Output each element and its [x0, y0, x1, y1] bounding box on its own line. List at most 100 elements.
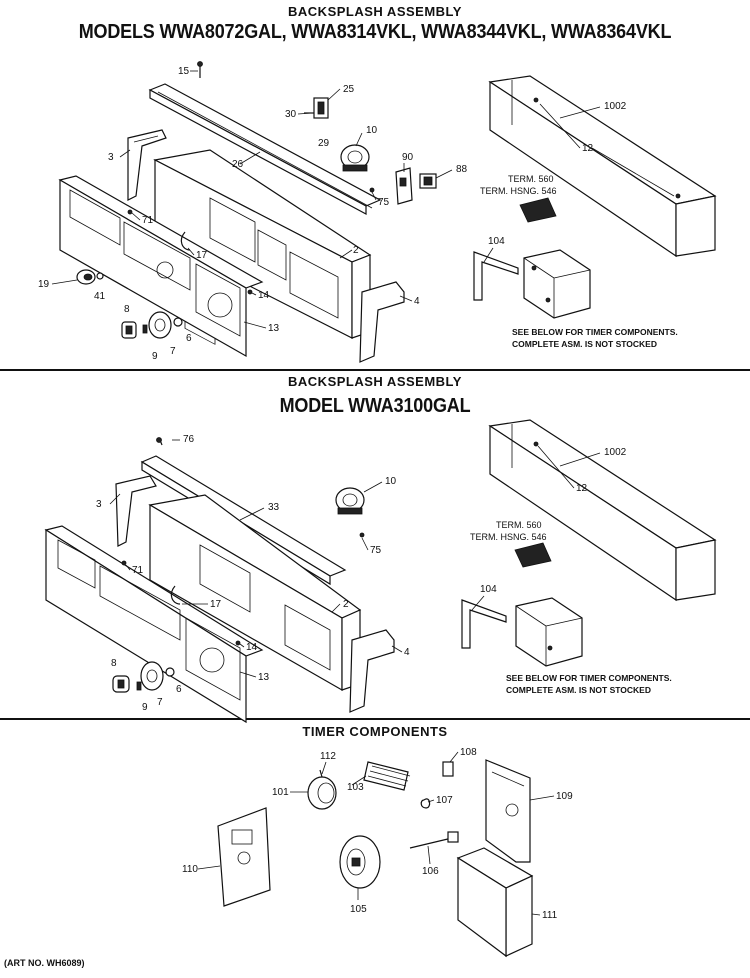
callout-label: 41 [94, 291, 106, 302]
callout-label: 26 [232, 159, 244, 170]
clip-part-41 [96, 272, 104, 280]
clip-part-108 [442, 761, 454, 777]
note-line-2: COMPLETE ASM. IS NOT STOCKED [512, 339, 657, 349]
callout-label: 19 [38, 279, 50, 290]
screw-part-14b [235, 640, 241, 646]
spring-part-107 [420, 798, 431, 809]
callout-label: 104 [480, 584, 497, 595]
cam-drum-part-105 [339, 835, 381, 889]
callout-label: 6 [176, 684, 182, 695]
callout-label: 29 [318, 138, 330, 149]
callout-label: 12 [582, 143, 594, 154]
callout-label: 13 [268, 323, 280, 334]
term-housing-label: TERM. HSNG. 546 [470, 532, 547, 542]
callout-label: 10 [385, 476, 397, 487]
knob-part-8b [112, 675, 130, 693]
wire-part-17 [180, 231, 191, 251]
frame-part-109 [485, 759, 531, 863]
bracket-part-104 [473, 251, 519, 301]
motor-part-101 [307, 769, 337, 810]
section1-models-title: MODELS WWA8072GAL, WWA8314VKL, WWA8344VK… [78, 21, 672, 43]
screw-head-76 [156, 437, 162, 443]
end-cap-part-4b [349, 629, 395, 713]
callout-label: 1002 [604, 447, 627, 458]
screw-part-75b [359, 532, 365, 538]
section3-drawing [217, 759, 534, 958]
term-label: TERM. 560 [508, 174, 554, 184]
knob-part-19 [76, 269, 96, 285]
callout-label: 109 [556, 791, 573, 802]
screw-part-14 [247, 289, 253, 295]
cover-part-111 [456, 847, 534, 958]
section2-heading: BACKSPLASH ASSEMBLY [288, 374, 462, 389]
leader-lines [51, 70, 675, 916]
section2-model-title: MODEL WWA3100GAL [279, 395, 471, 417]
note-line-2: COMPLETE ASM. IS NOT STOCKED [506, 685, 651, 695]
front-panel-part-13b [44, 525, 264, 724]
callout-label: 12 [576, 483, 588, 494]
callout-label: 104 [488, 236, 505, 247]
callout-label: 71 [142, 215, 154, 226]
callout-label: 112 [320, 751, 336, 762]
contact-block-part-103 [363, 761, 411, 791]
callout-label: 3 [108, 152, 114, 163]
callout-label: 3 [96, 499, 102, 510]
art-number: (ART NO. WH6089) [4, 958, 85, 968]
callout-label: 25 [343, 84, 355, 95]
rotary-switch-part-10b [335, 487, 365, 515]
callout-label: 108 [460, 747, 477, 758]
end-cap-part-3 [127, 129, 167, 201]
callout-label: 2 [343, 599, 349, 610]
screw-part-71b [121, 560, 127, 566]
spring-part-9 [142, 324, 148, 334]
callout-label: 8 [124, 304, 130, 315]
callout-label: 17 [210, 599, 222, 610]
switch-part-88 [419, 173, 437, 189]
callout-label: 90 [402, 152, 414, 163]
trim-strip-part-26 [148, 83, 382, 216]
term-housing-label: TERM. HSNG. 546 [480, 186, 557, 196]
console-frame [153, 149, 372, 345]
dial-part-7 [148, 311, 172, 339]
callout-label: 13 [258, 672, 270, 683]
screw-part-15 [197, 61, 203, 78]
dial-part-7b [140, 661, 164, 691]
section-divider-1 [0, 369, 750, 371]
timer-assembly [523, 249, 591, 319]
washer-part-6 [173, 317, 183, 327]
rotary-switch-part-10 [340, 144, 370, 172]
switch-bracket-part-25 [304, 97, 329, 119]
callout-label: 15 [178, 66, 190, 77]
callout-label: 111 [542, 910, 558, 921]
callout-label: 33 [268, 502, 280, 513]
callout-label: 17 [196, 250, 208, 261]
callout-label: 101 [272, 787, 289, 798]
callout-label: 14 [258, 290, 270, 301]
backsplash-housing-part-1002 [488, 75, 717, 258]
spring-part-9b [136, 681, 142, 691]
callout-label: 110 [182, 864, 198, 875]
term-label: TERM. 560 [496, 520, 542, 530]
backsplash-housing-part-1002b [488, 419, 717, 602]
callout-label: 9 [152, 351, 158, 362]
callout-label: 30 [285, 109, 297, 120]
bracket-part-104b [461, 599, 507, 649]
end-cap-part-3b [115, 475, 157, 547]
callout-label: 14 [246, 642, 258, 653]
screw-part-75 [369, 187, 375, 193]
terminal-block-b [514, 542, 552, 568]
callout-label: 1002 [604, 101, 627, 112]
callout-labels: 15 25 30 29 10 90 88 75 3 26 71 17 2 19 … [38, 66, 678, 921]
washer-part-6b [165, 667, 175, 677]
end-cap-part-4 [359, 281, 405, 363]
callout-label: 71 [132, 565, 144, 576]
note-line-1: SEE BELOW FOR TIMER COMPONENTS. [506, 673, 672, 683]
section-divider-2 [0, 718, 750, 720]
callout-label: 9 [142, 702, 148, 713]
callout-label: 2 [353, 245, 359, 256]
section1-heading: BACKSPLASH ASSEMBLY [288, 4, 462, 19]
callout-label: 75 [370, 545, 382, 556]
callout-label: 76 [183, 434, 195, 445]
plate-part-110 [217, 807, 271, 907]
